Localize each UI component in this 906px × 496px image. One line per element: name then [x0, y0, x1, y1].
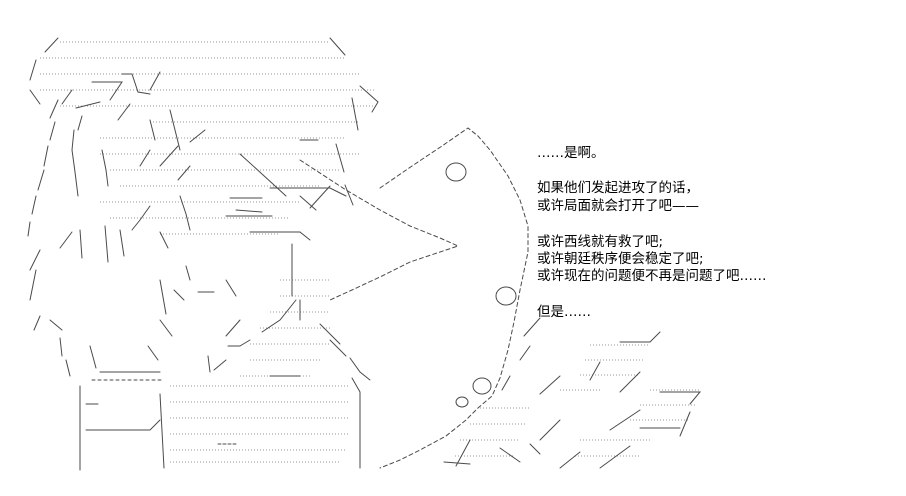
- dialogue-line: ……是啊。: [537, 145, 605, 161]
- dotted-texture: [40, 41, 700, 463]
- dialogue-line: 或许朝廷秩序便会稳定了吧;: [537, 251, 704, 267]
- dialogue-line: 如果他们发起进攻了的话，: [537, 180, 699, 196]
- dialogue-line: 或许西线就有救了吧;: [537, 234, 664, 250]
- figure-outline: [27, 37, 379, 471]
- dialogue-line: 或许现在的问题便不再是问题了吧……: [537, 268, 767, 284]
- dialogue-line: 或许局面就会打开了吧——: [537, 198, 699, 214]
- ribbon-strokes: [443, 317, 702, 469]
- dialogue-line: 但是……: [537, 304, 591, 320]
- speech-bubble-outline: [299, 127, 529, 469]
